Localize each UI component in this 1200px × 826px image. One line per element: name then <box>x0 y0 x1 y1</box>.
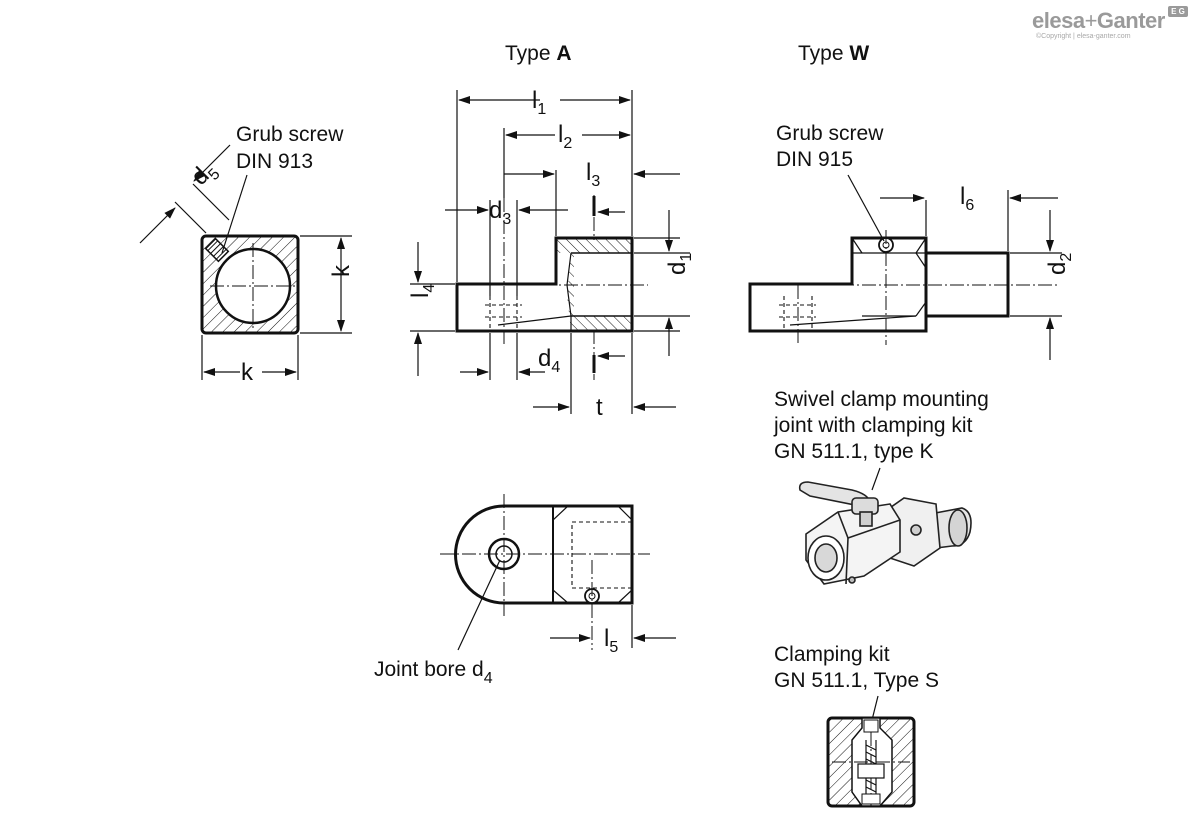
title-type-w: Type W <box>798 42 869 65</box>
label-din-913: DIN 913 <box>236 150 313 173</box>
label-grub-screw-913: Grub screw <box>236 123 344 146</box>
logo-plus: + <box>1084 8 1098 33</box>
type-w-side-view: Grub screw DIN 915 l6 d2 <box>748 122 1075 360</box>
elesa-ganter-logo: elesa+Ganter <box>1032 8 1165 34</box>
grub-screw-913-symbol <box>204 237 230 263</box>
dim-d5: d5 <box>186 156 224 194</box>
type-a-side-view: l1 l2 l3 d3 d1 l4 d4 t <box>407 87 695 421</box>
dim-d3: d3 <box>489 197 511 228</box>
dim-d2: d2 <box>1044 253 1075 275</box>
dim-k-horizontal: k <box>241 359 254 386</box>
dim-t: t <box>596 394 603 421</box>
label-swivel-line-3: GN 511.1, type K <box>774 440 934 463</box>
label-clamping-kit: Clamping kit <box>774 643 890 666</box>
label-joint-bore: Joint bore d4 <box>374 658 493 687</box>
label-swivel-line-2: joint with clamping kit <box>773 414 973 437</box>
copyright-text: ©Copyright | elesa-ganter.com <box>1036 33 1131 40</box>
dim-l1: l1 <box>532 87 546 118</box>
clamping-kit-illustration <box>826 695 916 808</box>
dim-l2: l2 <box>558 121 572 152</box>
square-section-view: d5 Grub screw DIN 913 k k <box>139 123 355 386</box>
title-type-a: Type A <box>505 42 572 65</box>
dim-l5: l5 <box>604 625 618 656</box>
label-grub-screw-915: Grub screw <box>776 122 884 145</box>
label-din-915: DIN 915 <box>776 148 853 171</box>
dim-l3: l3 <box>586 159 600 190</box>
top-view: l5 Joint bore d4 <box>374 494 676 687</box>
dim-k-vertical: k <box>328 264 355 277</box>
dim-l6: l6 <box>960 183 974 214</box>
logo-brand-b: Ganter <box>1096 8 1165 33</box>
swivel-clamp-illustration <box>798 467 972 585</box>
dim-d1: d1 <box>664 253 695 275</box>
dim-l4: l4 <box>407 284 438 298</box>
label-clamping-kit-type: GN 511.1, Type S <box>774 669 939 692</box>
logo-brand-a: elesa <box>1032 8 1085 33</box>
label-swivel-line-1: Swivel clamp mounting <box>774 388 989 411</box>
logo-badge: E G <box>1168 6 1188 17</box>
dim-d4: d4 <box>538 345 560 376</box>
